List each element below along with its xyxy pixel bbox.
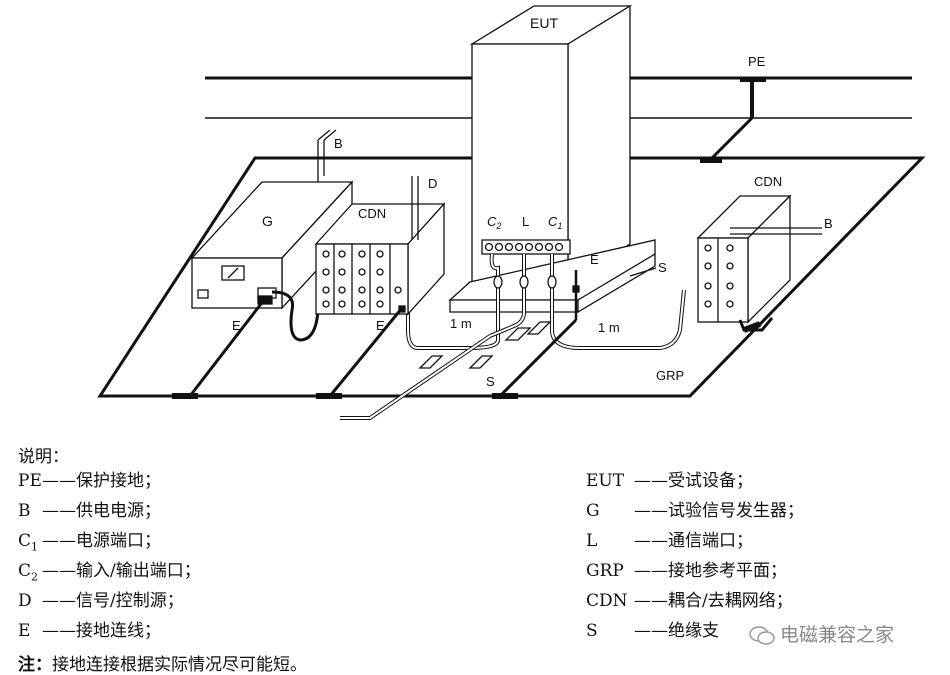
legend-key: CDN (586, 591, 628, 611)
note-label: 注： (18, 655, 52, 675)
legend-key: B (18, 501, 31, 521)
legend-desc: ——信号/控制源； (42, 591, 184, 611)
label-e-eut: E (590, 252, 599, 267)
label-e-g: E (232, 318, 241, 333)
legend-note: 注：接地连接根据实际情况尽可能短。 (18, 650, 307, 675)
test-setup-diagram: EUT PE B G CDN D C2 L C1 E S CDN B E E 1… (97, 4, 926, 420)
legend-item: B ——供电电源； (18, 496, 201, 526)
legend-desc: ——通信端口； (634, 531, 753, 551)
legend-key: PE (18, 471, 42, 491)
cdn-right-box (696, 194, 792, 324)
label-pe: PE (748, 54, 766, 69)
label-cdn-right: CDN (754, 174, 782, 189)
legend-item: G ——试验信号发生器； (586, 496, 804, 526)
legend-key: EUT (586, 471, 625, 491)
legend-right: EUT ——受试设备； G ——试验信号发生器； L ——通信端口； GRP ——接地参考平面… (586, 466, 804, 646)
label-g: G (262, 213, 273, 229)
legend-item: E ——接地连线； (18, 616, 201, 646)
label-1m-left: 1 m (450, 316, 472, 331)
legend-left: PE——保护接地；B——供电电源；C1——电源端口；C2——输入/输出端口；D—… (18, 466, 201, 646)
legend-desc: ——供电电源； (42, 501, 161, 521)
legend-desc: ——绝缘支 (634, 621, 719, 641)
label-1m-right: 1 m (598, 320, 620, 335)
label-l: L (522, 214, 529, 229)
legend-key: E (18, 621, 31, 641)
legend-item: S ——绝缘支 (586, 616, 804, 646)
legend-desc: ——受试设备； (634, 471, 753, 491)
label-s-bottom: S (486, 374, 495, 389)
label-d: D (428, 176, 437, 191)
legend-item: C2——输入/输出端口； (18, 556, 201, 586)
wechat-icon (749, 625, 775, 645)
legend-desc: ——耦合/去耦网络； (634, 591, 793, 611)
label-e-cdn: E (376, 318, 385, 333)
legend-item: PE——保护接地； (18, 466, 201, 496)
legend-item: CDN ——耦合/去耦网络； (586, 586, 804, 616)
ground-reference-plane (97, 156, 926, 398)
label-c1: C1 (548, 214, 562, 231)
legend-key: GRP (586, 561, 624, 581)
legend-key: L (586, 531, 598, 551)
pe-ground-lead (710, 116, 754, 160)
label-b-right: B (824, 216, 833, 231)
label-b-top: B (334, 136, 343, 151)
legend-desc: ——接地连线； (42, 621, 161, 641)
legend-key: C1 (18, 531, 39, 554)
legend-key: G (586, 501, 600, 521)
note-text: 接地连接根据实际情况尽可能短。 (52, 655, 307, 675)
label-eut: EUT (530, 15, 558, 31)
label-c2: C2 (487, 214, 501, 231)
legend-item: EUT ——受试设备； (586, 466, 804, 496)
watermark: 电磁兼容之家 (748, 620, 894, 647)
insulating-support-cables (418, 321, 552, 369)
legend-item: D ——信号/控制源； (18, 586, 201, 616)
legend-desc: ——试验信号发生器； (634, 501, 804, 521)
legend-item: L ——通信端口； (586, 526, 804, 556)
legend-key: S (586, 621, 598, 641)
legend-item: C1——电源端口； (18, 526, 201, 556)
label-grp: GRP (656, 368, 684, 383)
label-cdn-left: CDN (358, 206, 386, 221)
legend-item: GRP ——接地参考平面； (586, 556, 804, 586)
legend-desc: ——输入/输出端口； (42, 561, 201, 581)
legend-desc: ——接地参考平面； (634, 561, 787, 581)
legend-key: C2 (18, 561, 39, 584)
legend-title: 说明： (18, 447, 69, 467)
legend-desc: ——保护接地； (42, 471, 161, 491)
legend-key: D (18, 591, 32, 611)
legend-desc: ——电源端口； (42, 531, 161, 551)
label-s-side: S (658, 260, 667, 275)
